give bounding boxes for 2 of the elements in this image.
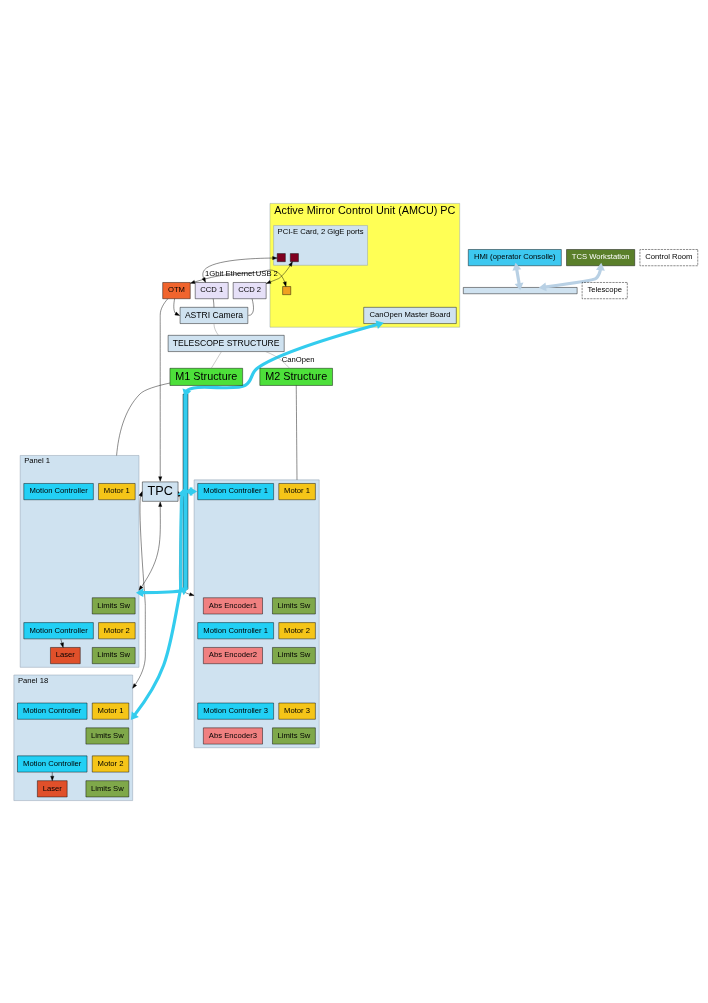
edge-label: 1Gbit Ethernet [205, 268, 255, 278]
edge-label: CanOpen [281, 354, 315, 364]
